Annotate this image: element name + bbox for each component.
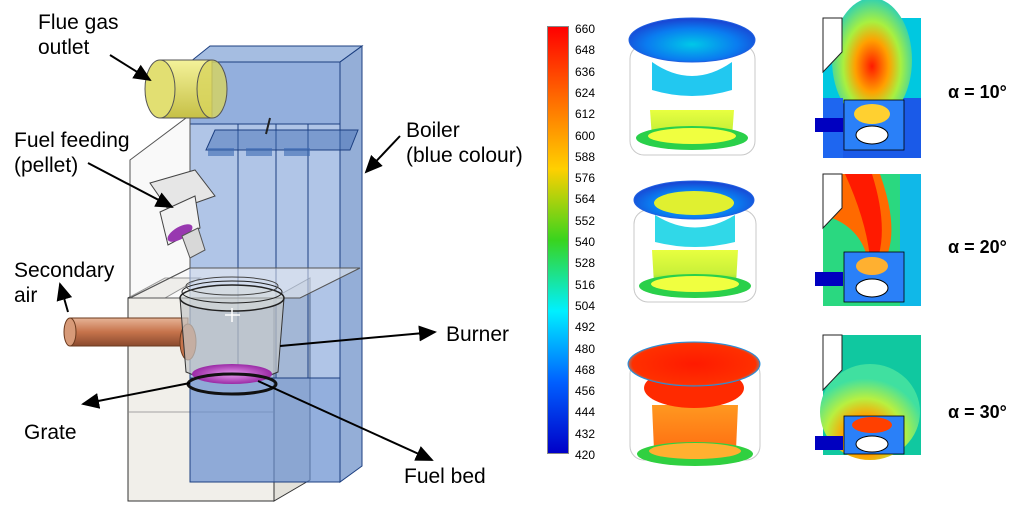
arrow-boiler [364,135,401,174]
arrow-fuel-bed [257,380,434,461]
colorbar-tick: 576 [575,171,596,186]
temperature-colorbar [547,26,569,454]
arrow-secondary-air [56,282,73,313]
colorbar-tick: 492 [575,320,596,335]
burner-view-10 [628,17,756,156]
arrow-fuel-feeding [87,162,174,208]
colorbar-tick: 624 [575,85,596,100]
colorbar-tick: 480 [575,341,596,356]
colorbar-tick: 420 [575,448,596,462]
arrow-burner [279,325,437,347]
colorbar-tick: 528 [575,256,596,271]
colorbar-tick: 552 [575,213,596,228]
colorbar-tick: 468 [575,362,596,377]
case-label-30: α = 30° [948,402,1007,422]
colorbar-tick: 456 [575,384,596,399]
label-boiler: Boiler(blue colour) [406,119,523,167]
label-fuel-feeding: Fuel feeding(pellet) [14,129,130,177]
fuel-feeder [149,169,216,259]
label-fuel-bed: Fuel bed [404,465,486,488]
arrow-flue-gas [109,54,152,82]
burner [179,276,285,396]
feeding-housing [129,114,361,299]
colorbar-tick: 504 [575,298,596,313]
colorbar-tick: 648 [575,43,596,58]
leader-arrows [56,54,437,461]
colorbar-tick: 660 [575,22,596,36]
label-burner: Burner [446,323,510,346]
colorbar-tick: 540 [575,235,596,249]
section-view-30 [815,334,921,460]
burner-view-20 [633,180,757,303]
section-view-20 [815,173,921,306]
label-grate: Grate [24,421,77,444]
arrow-grate [81,382,191,409]
case-label-10: α = 10° [948,82,1007,102]
colorbar-tick: 600 [575,128,596,143]
colorbar-tick: 444 [575,405,596,420]
case-label-20: α = 20° [948,237,1007,257]
colorbar-tick: 432 [575,426,596,441]
colorbar-tick: 636 [575,64,596,79]
colorbar-tick: 612 [575,107,596,122]
section-view-10 [815,0,921,158]
colorbar-tick: 588 [575,149,596,164]
flue-pipe [144,59,228,119]
burner-view-30 [627,341,761,466]
colorbar-tick: 564 [575,192,596,207]
colorbar-tick: 516 [575,277,596,292]
